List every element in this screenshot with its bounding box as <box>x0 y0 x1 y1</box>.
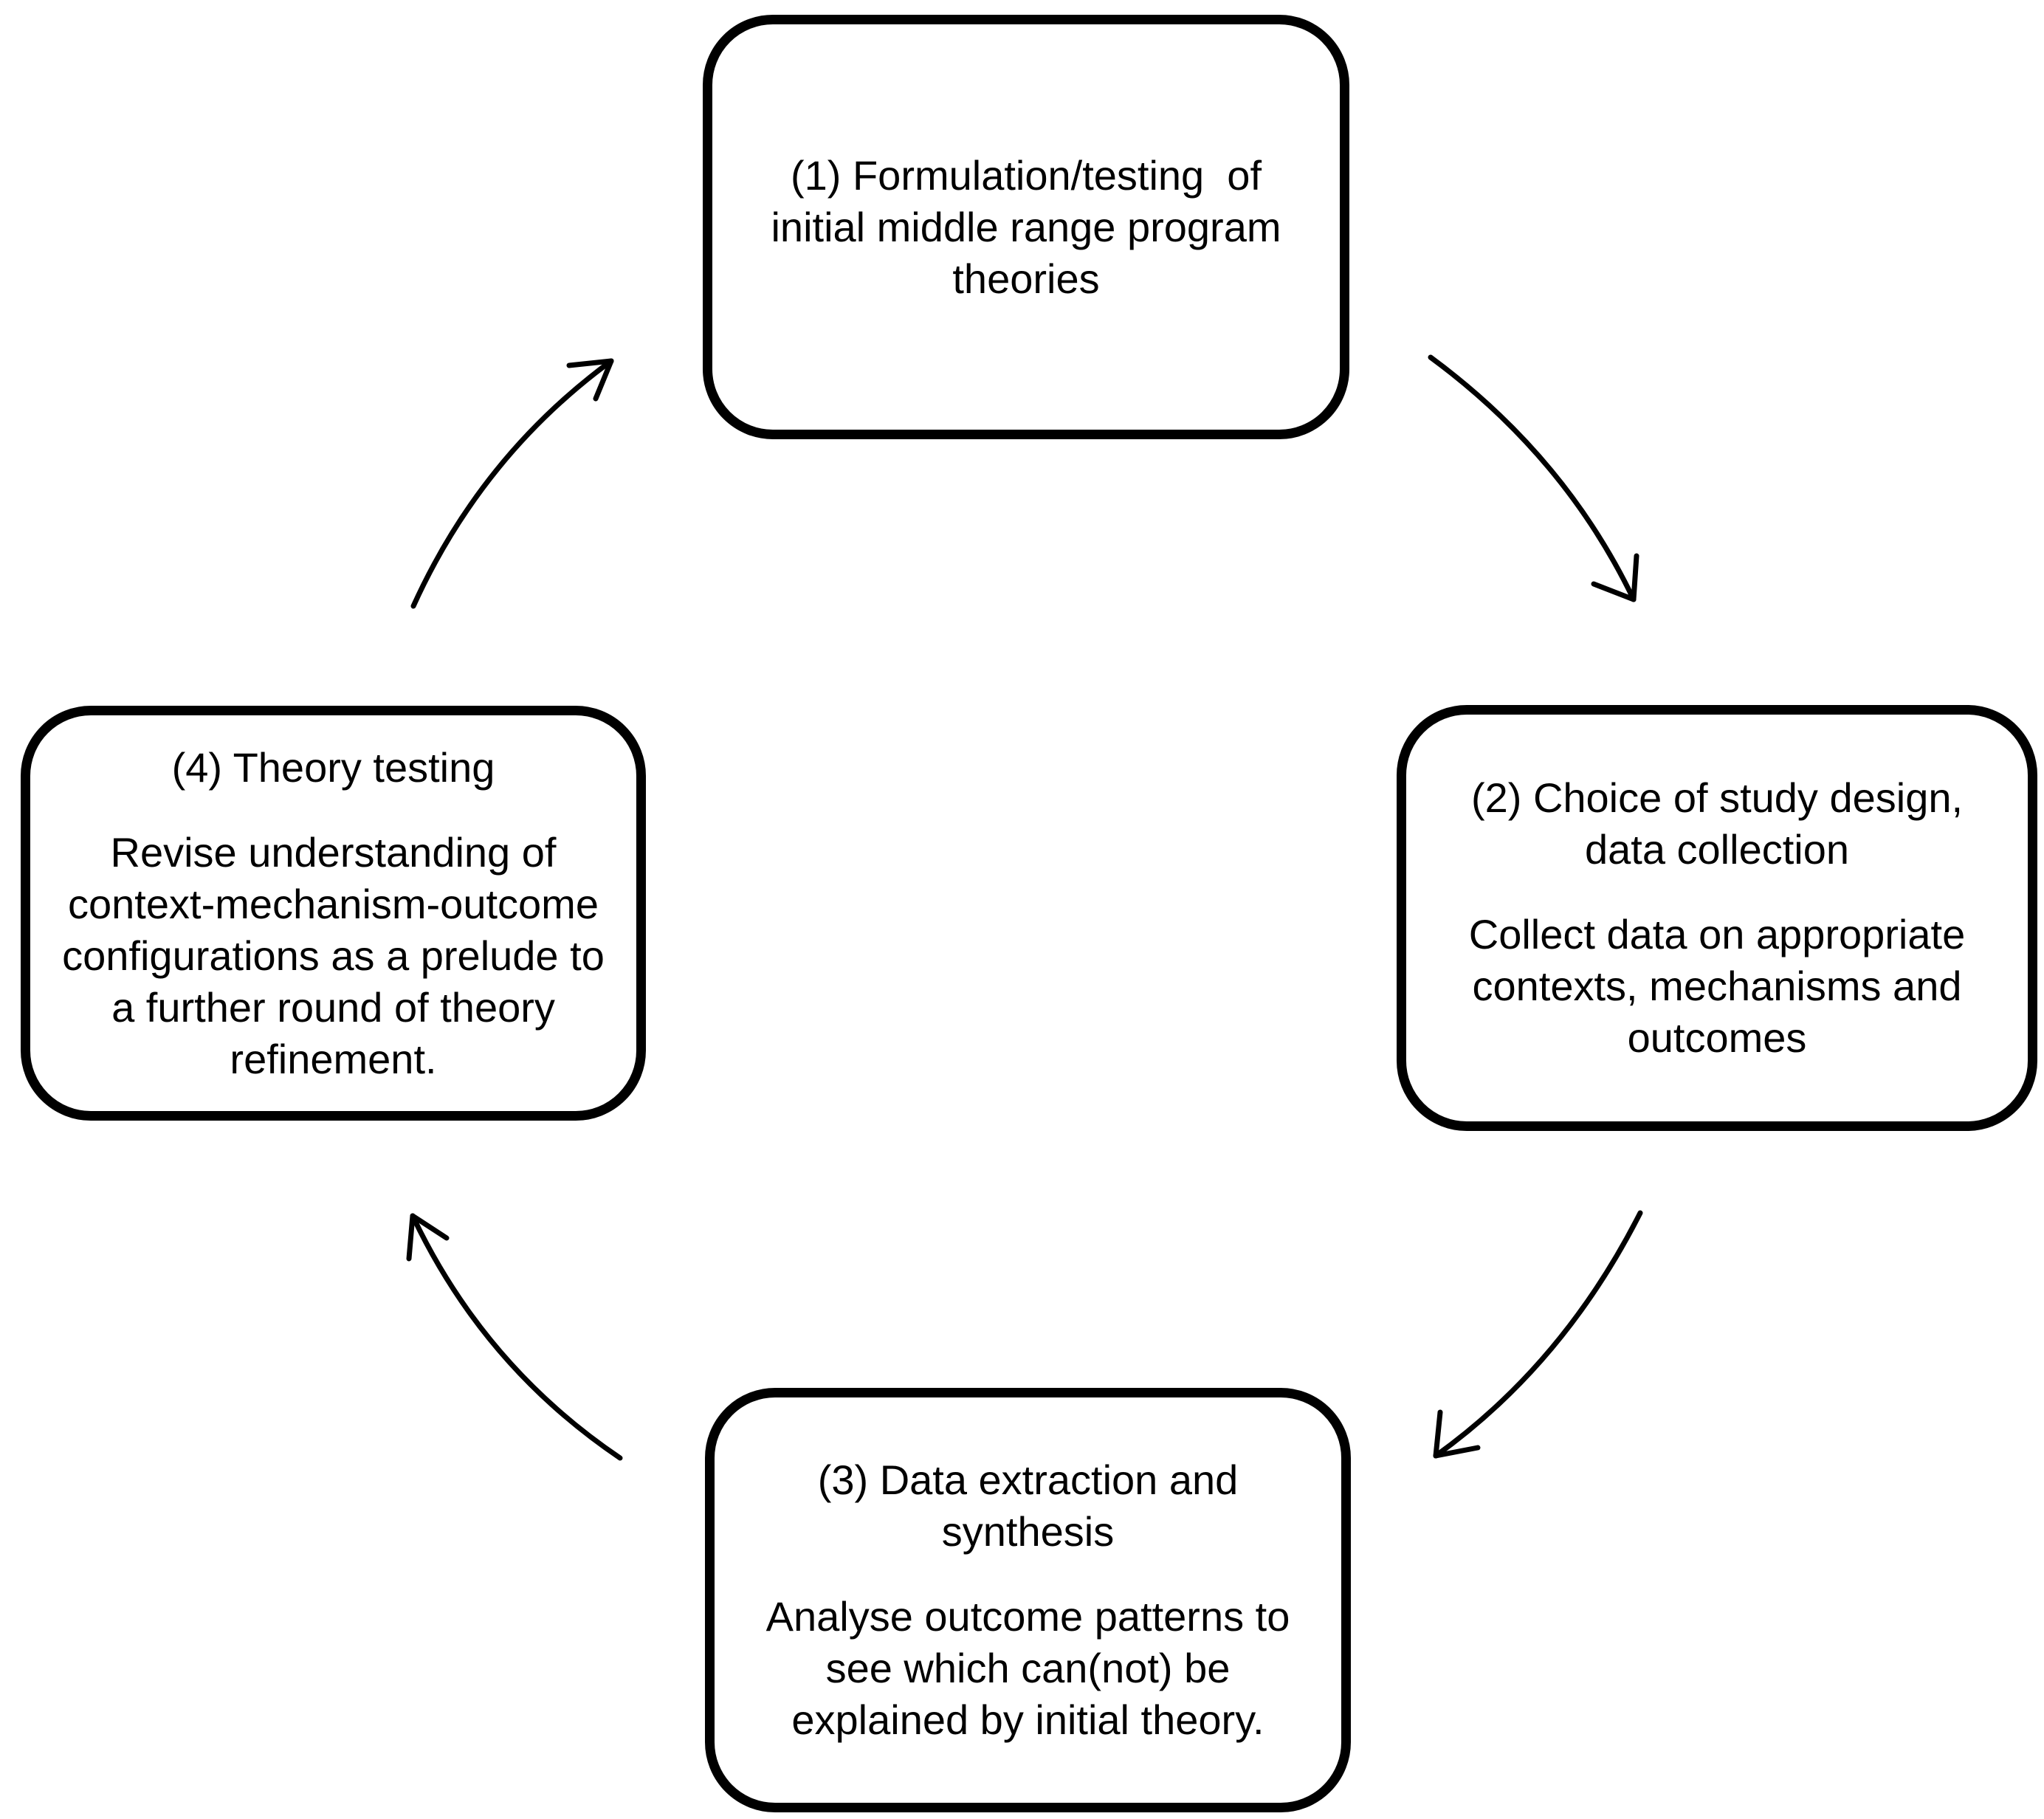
arrowhead-barb <box>1433 1409 1443 1459</box>
arrowhead-barb <box>1631 553 1639 602</box>
arrowhead-barb <box>593 358 614 402</box>
text-line: Collect data on appropriate <box>1468 911 1966 957</box>
arrow-curve <box>410 358 614 609</box>
arrow-curve <box>1428 354 1637 602</box>
text-line: (3) Data extraction and <box>817 1457 1239 1503</box>
step-body: Collect data on appropriate contexts, mec… <box>1469 909 1965 1064</box>
text-line: Analyse outcome patterns to <box>765 1593 1290 1640</box>
arrow-step4-to-step1 <box>410 358 614 609</box>
arrowhead-barb <box>410 1213 450 1241</box>
text-line: synthesis <box>941 1508 1115 1555</box>
text-line: theories <box>952 255 1100 302</box>
arrow-curve <box>1433 1210 1643 1459</box>
step-box-study-design: (2) Choice of study design, data collecti… <box>1397 705 2037 1131</box>
text-line: outcomes <box>1627 1014 1807 1061</box>
step-title: (4) Theory testing <box>172 742 495 794</box>
arrowhead-barb <box>566 358 614 368</box>
text-line: a further round of theory <box>111 983 555 1031</box>
text-line: (4) Theory testing <box>171 743 495 791</box>
text-line: (2) Choice of study design, <box>1470 774 1964 821</box>
step-box-data-extraction: (3) Data extraction and synthesis Analyse… <box>705 1388 1351 1812</box>
arrowhead-barb <box>1591 581 1637 602</box>
text-line: initial middle range program <box>771 203 1281 250</box>
text-line: (1) Formulation/testing of <box>790 151 1262 199</box>
arrow-curve <box>410 1213 623 1461</box>
text-line: contexts, mechanisms and <box>1472 963 1962 1009</box>
step-title: (2) Choice of study design, data collecti… <box>1471 772 1963 876</box>
arrow-step3-to-step4 <box>406 1213 623 1461</box>
text-line: explained by initial theory. <box>791 1696 1264 1743</box>
text-line: Revise understanding of <box>110 828 557 876</box>
text-line: refinement. <box>230 1035 437 1082</box>
arrowhead-barb <box>406 1213 416 1262</box>
text-line: see which can(not) be <box>825 1645 1231 1691</box>
arrowhead-barb <box>1433 1445 1481 1459</box>
step-box-theory-testing: (4) Theory testing Revise understanding … <box>21 706 646 1121</box>
text-line: configurations as a prelude to <box>62 932 605 979</box>
arrow-step2-to-step3 <box>1433 1210 1643 1459</box>
step-title: (3) Data extraction and synthesis <box>818 1454 1239 1558</box>
text-line: context-mechanism-outcome <box>68 880 599 927</box>
arrow-step1-to-step2 <box>1428 354 1639 602</box>
text-line: data collection <box>1584 826 1849 873</box>
step-body: Analyse outcome patterns to see which can… <box>766 1591 1290 1746</box>
